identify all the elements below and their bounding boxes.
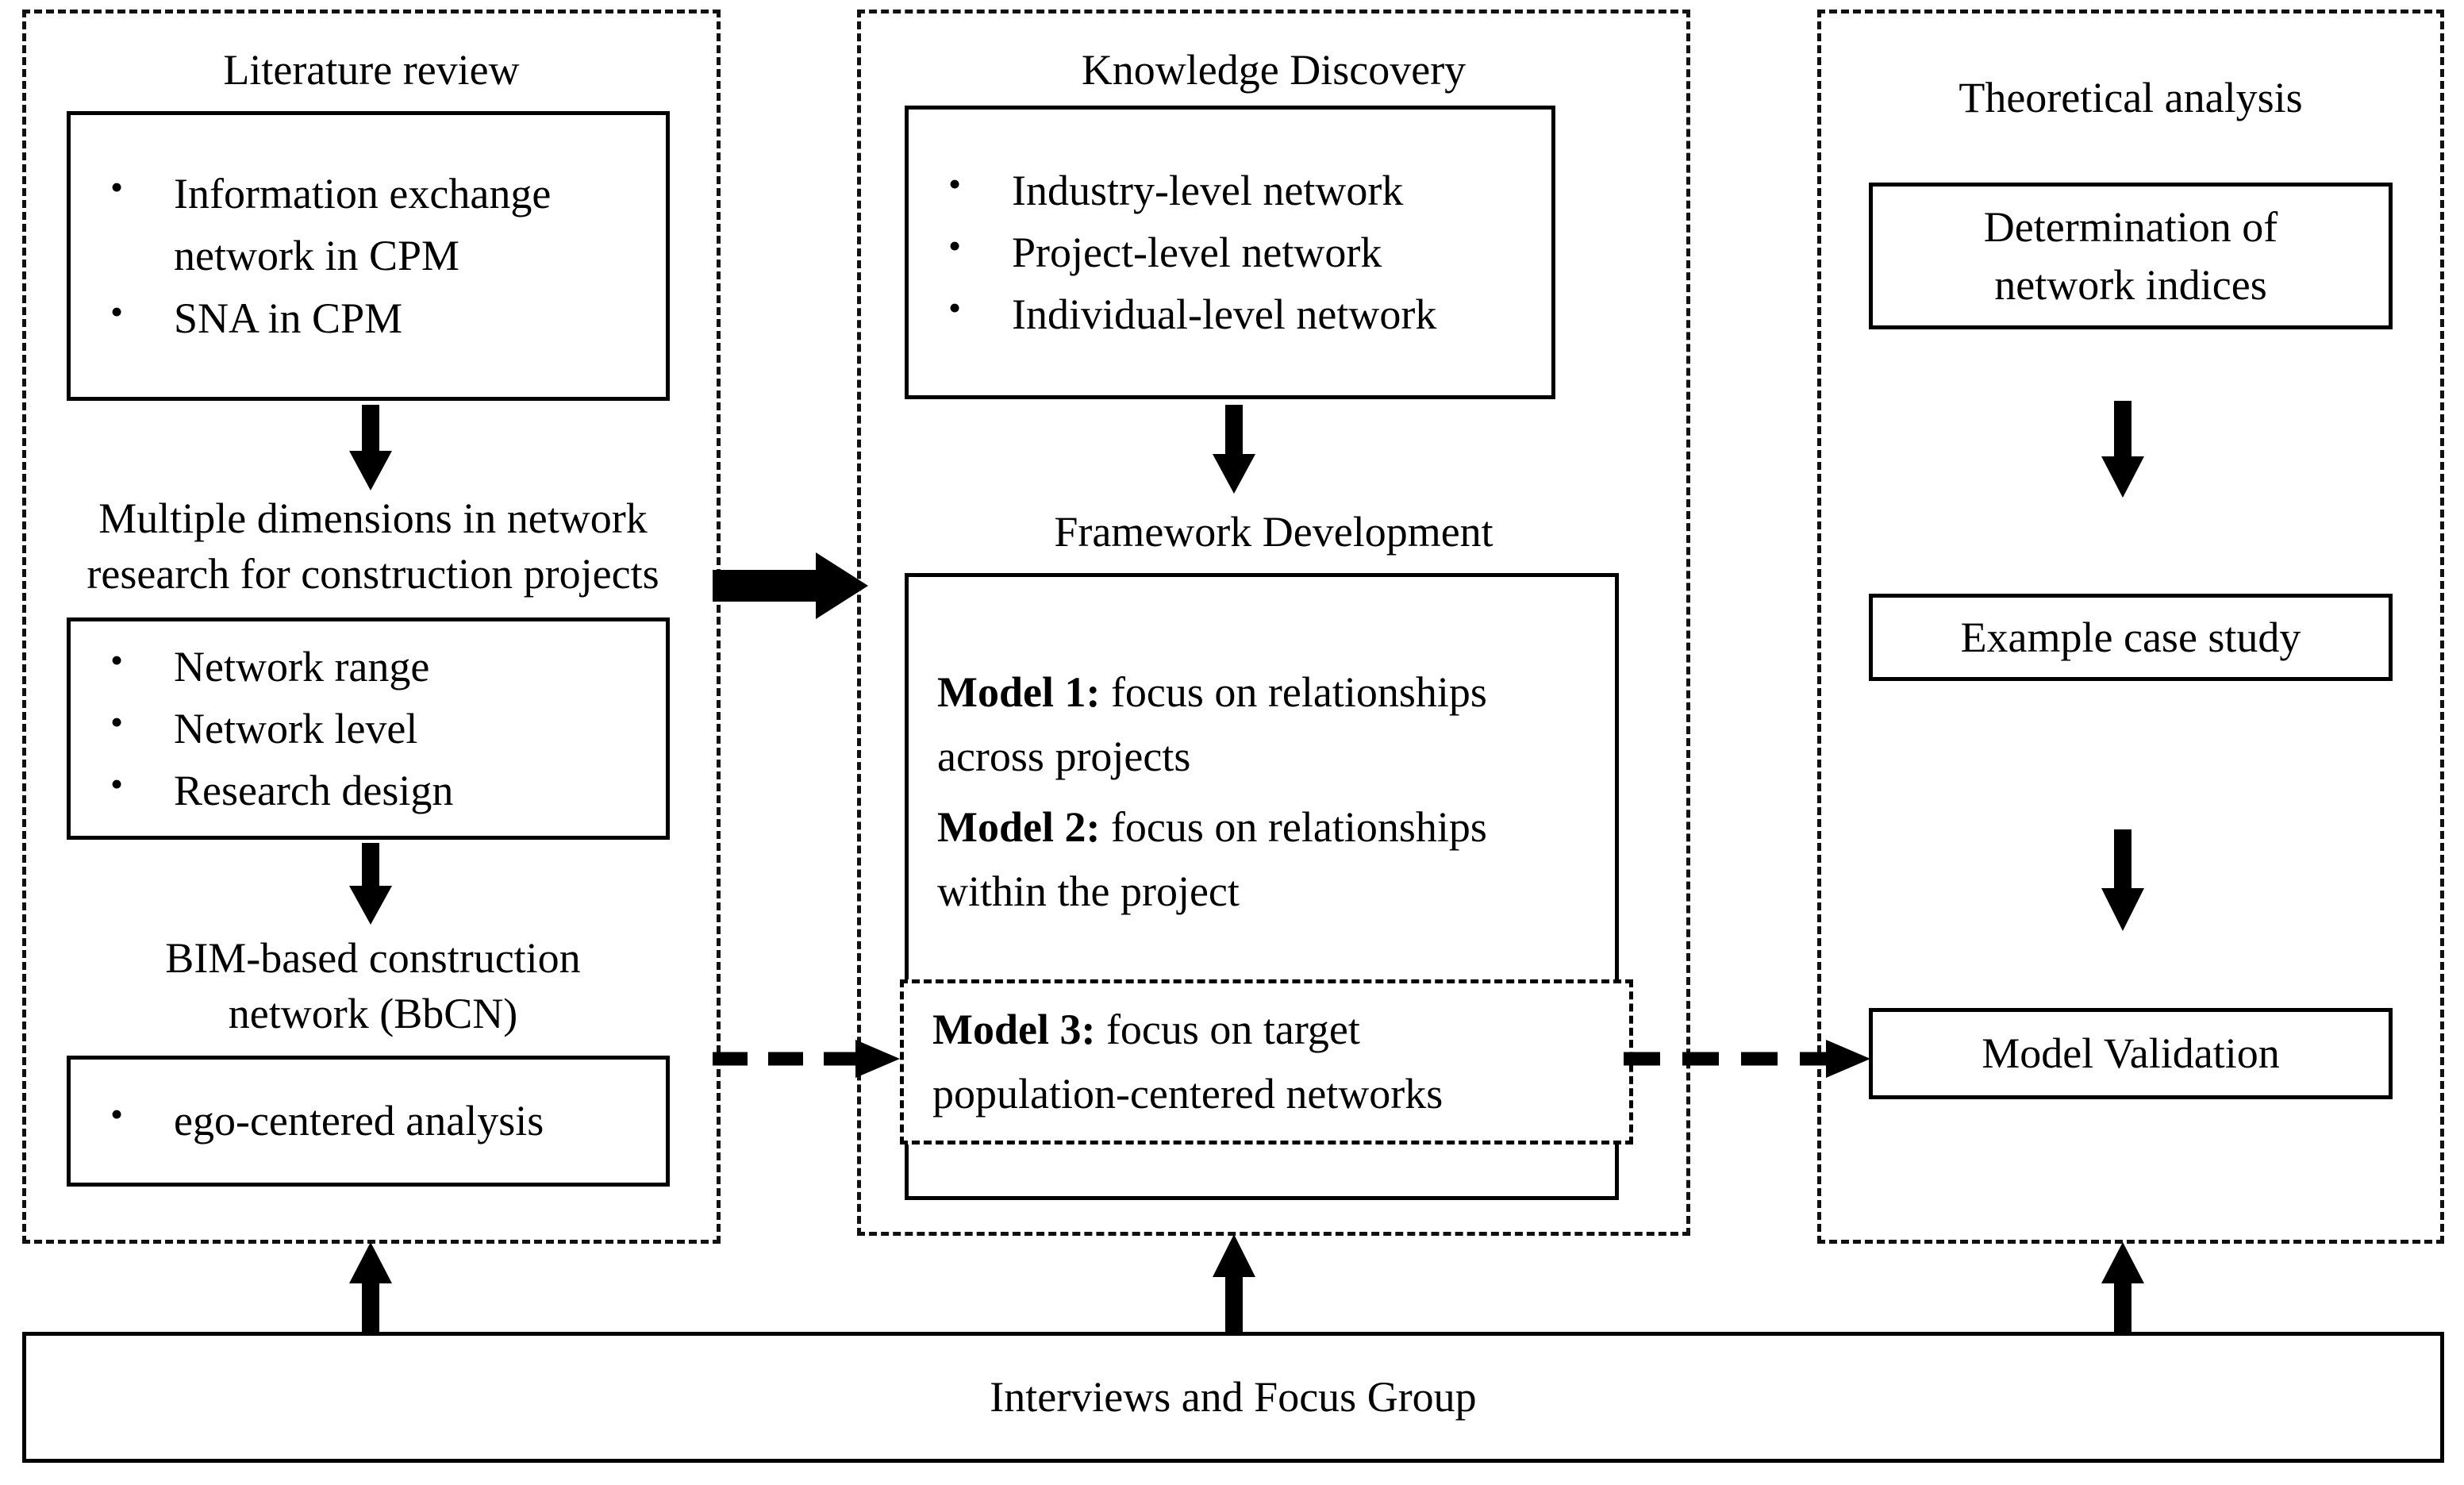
list-item-label: SNA in CPM — [174, 294, 403, 342]
bullet-list: Network range Network level Research des… — [71, 634, 666, 822]
box-example-case-study: Example case study — [1869, 594, 2393, 681]
box-model-3: Model 3: focus on target population-cent… — [900, 979, 1633, 1145]
box-model-validation: Model Validation — [1869, 1008, 2393, 1099]
caption-line1: Multiple dimensions in network — [98, 494, 648, 542]
arrow-right-dashed-lr-to-model3 — [713, 1032, 903, 1087]
list-item-label: Network level — [174, 704, 418, 752]
column-title-literature-review: Literature review — [223, 46, 520, 94]
list-item-continuation: network in CPM — [110, 225, 666, 287]
box-interviews-focus-group: Interviews and Focus Group — [22, 1332, 2444, 1463]
list-item: Industry-level network — [948, 158, 1551, 221]
column-title-theoretical-analysis: Theoretical analysis — [1959, 74, 2303, 121]
list-item-label: Research design — [174, 767, 454, 815]
box-line1: Example case study — [1960, 613, 2301, 661]
caption-line2: network (BbCN) — [228, 990, 518, 1038]
arrow-down-ta-1 — [2095, 401, 2151, 500]
arrow-down-ta-2 — [2095, 829, 2151, 933]
box-network-levels: Industry-level network Project-level net… — [905, 106, 1555, 399]
model-2-label: Model 2: — [937, 803, 1101, 851]
caption-framework-development: Framework Development — [865, 504, 1682, 560]
box-line2: network indices — [1994, 260, 2267, 309]
list-item-line1: Information exchange — [174, 170, 552, 218]
column-theoretical-analysis — [1817, 10, 2444, 1244]
caption-multiple-dimensions: Multiple dimensions in network research … — [32, 491, 714, 602]
bullet-list: Industry-level network Project-level net… — [909, 158, 1551, 346]
arrow-up-to-literature-review — [343, 1242, 398, 1336]
list-item-label: Network range — [174, 642, 430, 691]
model-1-label: Model 1: — [937, 668, 1101, 716]
list-item: Network level — [110, 696, 666, 760]
model-3-line2: population-centered networks — [932, 1070, 1443, 1118]
list-item: SNA in CPM — [110, 286, 666, 349]
model-1-line2: across projects — [937, 733, 1191, 780]
model-3-text: focus on target — [1095, 1006, 1360, 1053]
list-item-line2: network in CPM — [174, 232, 460, 280]
model-3-line1: Model 3: focus on target — [932, 998, 1629, 1062]
list-item: Network range — [110, 634, 666, 698]
list-item: Project-level network — [948, 220, 1551, 283]
arrow-down-kd-1 — [1206, 405, 1262, 496]
list-item-label: Individual-level network — [1012, 290, 1437, 339]
arrow-right-solid-lr-to-kd — [713, 546, 871, 625]
box-determination-network-indices: Determination of network indices — [1869, 183, 2393, 329]
list-item-label: Project-level network — [1012, 228, 1382, 276]
model-1-text: focus on relationships — [1100, 668, 1487, 716]
column-literature-review — [22, 10, 721, 1244]
model-1-line1: Model 1: focus on relationships — [909, 660, 1615, 725]
caption-line1: Framework Development — [1054, 508, 1493, 556]
column-knowledge-discovery — [857, 10, 1690, 1236]
box-line1: Determination of — [1983, 202, 2278, 251]
list-item-label: ego-centered analysis — [174, 1097, 544, 1145]
box-network-dimensions: Network range Network level Research des… — [67, 617, 670, 840]
list-item-label: Industry-level network — [1012, 166, 1404, 214]
box-literature-topics: Information exchange network in CPM SNA … — [67, 111, 670, 401]
arrow-right-dashed-model3-to-validation — [1624, 1032, 1874, 1087]
list-item: Information exchange — [110, 161, 666, 225]
list-item: ego-centered analysis — [110, 1088, 666, 1152]
bullet-list: ego-centered analysis — [71, 1088, 666, 1152]
list-item: Individual-level network — [948, 282, 1551, 345]
box-ego-centered: ego-centered analysis — [67, 1056, 670, 1187]
arrow-up-to-theoretical-analysis — [2095, 1242, 2151, 1336]
column-title-knowledge-discovery: Knowledge Discovery — [1081, 46, 1466, 94]
caption-line1: BIM-based construction — [165, 934, 581, 982]
model-2-text: focus on relationships — [1100, 803, 1487, 851]
model-2-line2: within the project — [937, 868, 1240, 915]
caption-line2: research for construction projects — [86, 550, 659, 598]
footer-label: Interviews and Focus Group — [990, 1373, 1477, 1422]
model-3-label: Model 3: — [932, 1006, 1096, 1053]
arrow-down-lr-1 — [343, 405, 398, 492]
box-line1: Model Validation — [1982, 1029, 2280, 1078]
arrow-down-lr-2 — [343, 843, 398, 926]
caption-bbcn: BIM-based construction network (BbCN) — [32, 930, 714, 1041]
bullet-list: Information exchange network in CPM SNA … — [71, 161, 666, 349]
model-2-line1: Model 2: focus on relationships — [909, 795, 1615, 860]
list-item: Research design — [110, 758, 666, 821]
arrow-up-to-knowledge-discovery — [1206, 1234, 1262, 1336]
